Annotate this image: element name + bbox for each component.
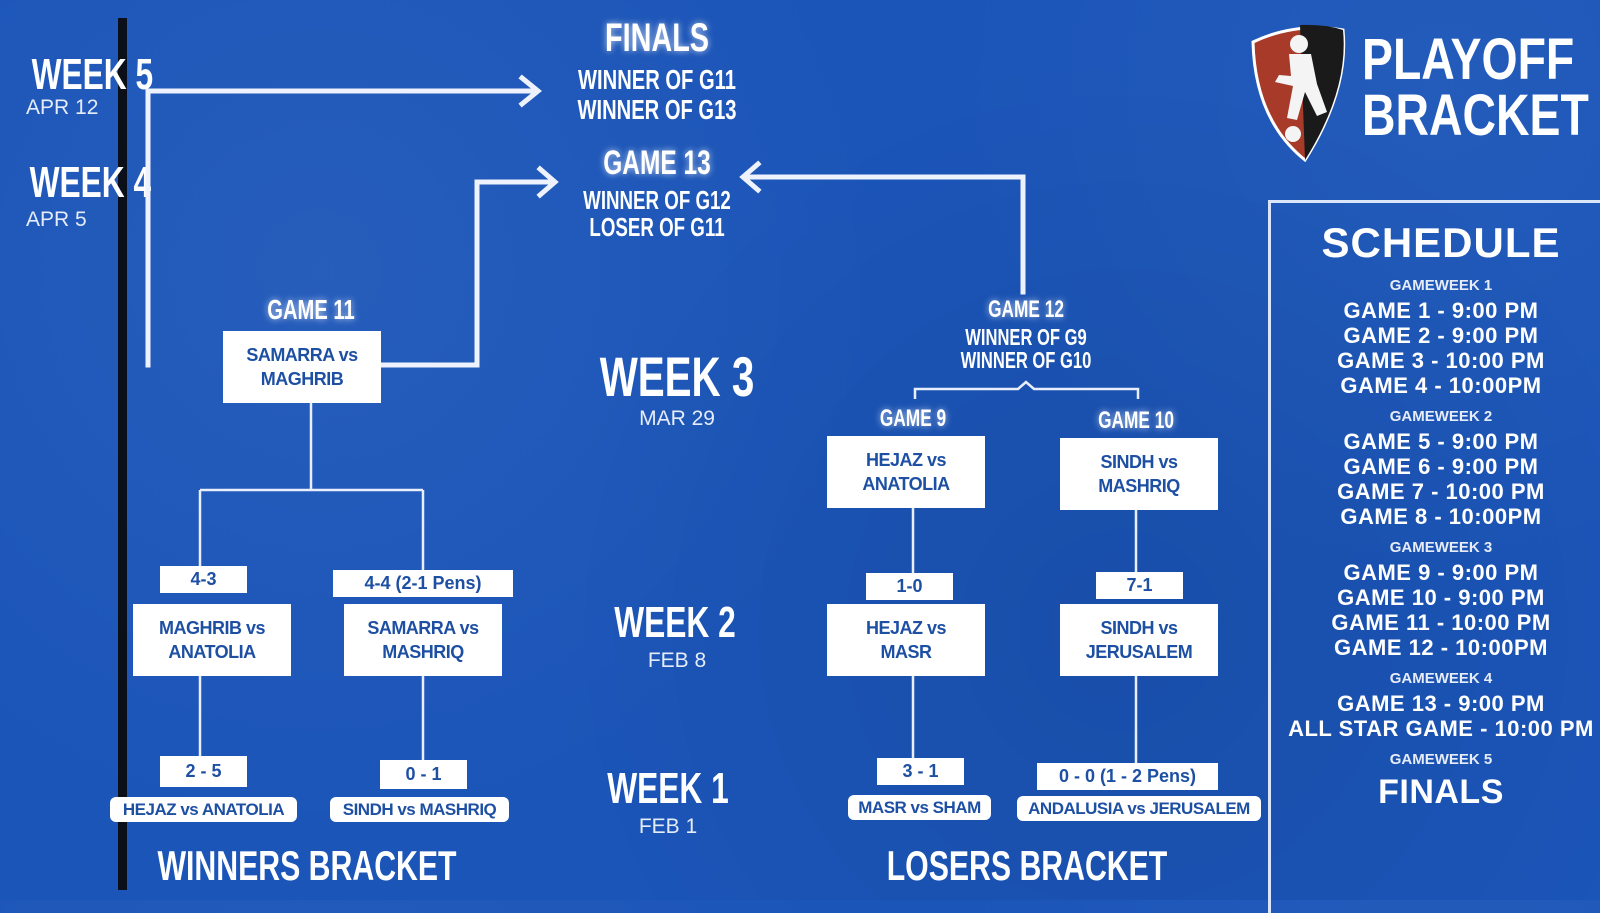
game13-arrow-head <box>536 165 559 199</box>
winners-bracket-label: WINNERS BRACKET <box>157 842 457 889</box>
score-badge: 7-1 <box>1096 572 1183 599</box>
week-4-label: WEEK 4 <box>29 158 152 207</box>
score-badge: 4-3 <box>160 566 247 593</box>
schedule-game: GAME 1 - 9:00 PM <box>1343 298 1539 323</box>
week-3-date: MAR 29 <box>639 407 715 430</box>
score-badge: 2 - 5 <box>160 756 247 787</box>
week-4-date: APR 5 <box>26 208 87 231</box>
week-1-date: FEB 1 <box>638 815 698 838</box>
match-pill: HEJAZ vs ANATOLIA <box>110 797 297 822</box>
game9-title: GAME 9 <box>879 405 947 432</box>
schedule-game: GAME 12 - 10:00PM <box>1334 635 1548 660</box>
schedule-game: FINALS <box>1378 773 1504 811</box>
finals-line1: WINNER OF G11 <box>578 64 736 95</box>
schedule-game: ALL STAR GAME - 10:00 PM <box>1288 716 1594 741</box>
schedule-game: GAME 6 - 9:00 PM <box>1343 454 1539 479</box>
match-pill: ANDALUSIA vs JERUSALEM <box>1017 796 1261 821</box>
gameweek-heading: GAMEWEEK 4 <box>1389 670 1493 687</box>
schedule-title: SCHEDULE <box>1321 219 1561 266</box>
score-badge: 3 - 1 <box>877 758 964 785</box>
game13-line1: WINNER OF G12 <box>583 185 731 215</box>
finals-arrow-line <box>145 88 538 368</box>
score-badge: 0 - 1 <box>380 760 467 789</box>
game12-line1: WINNER OF G9 <box>965 324 1087 350</box>
match-box: SINDH vs JERUSALEM <box>1060 604 1218 676</box>
game13-title: GAME 13 <box>603 144 711 182</box>
gameweek-heading: GAMEWEEK 1 <box>1389 277 1493 294</box>
match-pill: SINDH vs MASHRIQ <box>330 797 509 822</box>
match-box: SAMARRA vs MASHRIQ <box>344 604 502 676</box>
match-pill: MASR vs SHAM <box>848 795 991 820</box>
schedule-game: GAME 2 - 9:00 PM <box>1343 323 1539 348</box>
schedule-game: GAME 4 - 10:00PM <box>1340 373 1542 398</box>
winners-tree <box>198 403 425 760</box>
week-3-label: WEEK 3 <box>599 345 755 408</box>
week-2-label: WEEK 2 <box>614 598 736 647</box>
game12-title: GAME 12 <box>988 296 1064 323</box>
game9-match-box: HEJAZ vs ANATOLIA <box>827 436 985 508</box>
score-badge: 1-0 <box>866 573 953 600</box>
shield-logo-icon <box>1251 24 1346 162</box>
losers-bracket-label: LOSERS BRACKET <box>886 842 1168 889</box>
game12-brace <box>913 380 1140 399</box>
match-box: HEJAZ vs MASR <box>827 604 985 676</box>
schedule-game: GAME 10 - 9:00 PM <box>1337 585 1545 610</box>
schedule-game: GAME 3 - 10:00 PM <box>1337 348 1545 373</box>
game10-title: GAME 10 <box>1098 407 1174 434</box>
schedule-game: GAME 13 - 9:00 PM <box>1337 691 1545 716</box>
finals-arrow-head <box>518 74 542 108</box>
game11-match-box: SAMARRA vs MAGHRIB <box>223 331 381 403</box>
schedule-game: GAME 9 - 9:00 PM <box>1343 560 1539 585</box>
losers-tree <box>911 508 1138 763</box>
game13-arrow-line <box>378 179 555 368</box>
losers-arrow-line <box>742 174 1026 295</box>
finals-title: FINALS <box>605 16 709 60</box>
game13-line2: LOSER OF G11 <box>589 212 725 242</box>
schedule-game: GAME 5 - 9:00 PM <box>1343 429 1539 454</box>
schedule-game: GAME 11 - 10:00 PM <box>1331 610 1551 635</box>
losers-arrow-head <box>739 160 762 194</box>
score-badge: 0 - 0 (1 - 2 Pens) <box>1037 763 1218 790</box>
week-1-label: WEEK 1 <box>607 764 729 813</box>
finals-line2: WINNER OF G13 <box>577 94 737 125</box>
score-badge: 4-4 (2-1 Pens) <box>333 570 513 597</box>
match-box: MAGHRIB vs ANATOLIA <box>133 604 291 676</box>
gameweek-heading: GAMEWEEK 2 <box>1389 408 1493 425</box>
schedule-game: GAME 7 - 10:00 PM <box>1337 479 1545 504</box>
gameweek-heading: GAMEWEEK 5 <box>1389 751 1493 768</box>
week-5-label: WEEK 5 <box>31 50 154 99</box>
schedule-game: GAME 8 - 10:00PM <box>1340 504 1542 529</box>
week-2-date: FEB 8 <box>647 649 707 672</box>
game10-match-box: SINDH vs MASHRIQ <box>1060 438 1218 510</box>
timeline-bar <box>118 18 127 890</box>
title-line2: BRACKET <box>1362 83 1589 148</box>
week-5-date: APR 12 <box>26 96 99 119</box>
title-line1: PLAYOFF <box>1362 27 1575 92</box>
gameweek-heading: GAMEWEEK 3 <box>1389 539 1493 556</box>
game11-title: GAME 11 <box>267 294 355 325</box>
game12-line2: WINNER OF G10 <box>960 347 1092 373</box>
